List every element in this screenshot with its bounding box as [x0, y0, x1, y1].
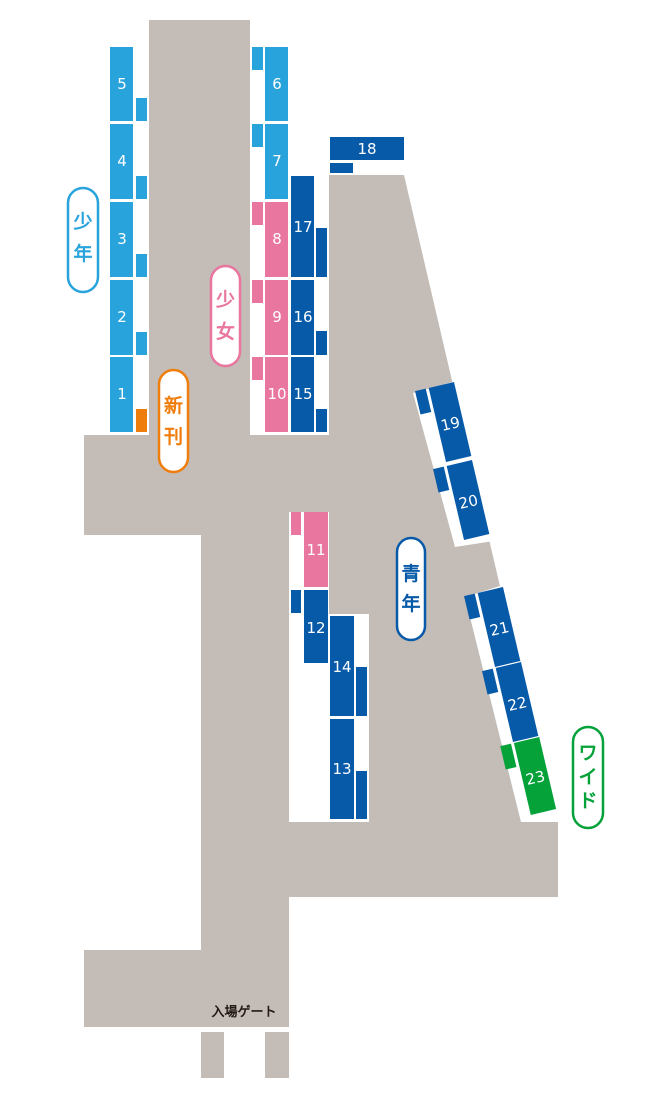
stall-4-annex[interactable] [136, 176, 147, 199]
stall-21-annex[interactable] [464, 593, 481, 620]
stall-number: 19 [439, 413, 462, 435]
stall-11[interactable] [304, 512, 328, 587]
stall-number: 20 [457, 491, 480, 513]
stall-10[interactable] [265, 357, 288, 432]
stall-5[interactable] [110, 47, 133, 121]
stall-number: 9 [272, 308, 282, 326]
stall-22-annex[interactable] [482, 668, 499, 695]
stall-15[interactable] [291, 357, 314, 432]
stall-10-annex[interactable] [252, 357, 263, 380]
entrance-gate-label: 入場ゲート [211, 1004, 276, 1020]
stall-number: 11 [306, 541, 325, 559]
stall-number: 13 [332, 760, 351, 778]
stall-13-annex[interactable] [356, 771, 367, 819]
stall-20-group[interactable]: 20 [433, 460, 490, 543]
stall-21-group[interactable]: 21 [464, 587, 521, 670]
section-label-shonen: 少 年 [66, 186, 100, 294]
stall-20-annex[interactable] [433, 466, 450, 493]
svg-text:女: 女 [216, 320, 235, 343]
svg-text:ド: ド [578, 790, 597, 812]
stall-number: 10 [267, 385, 286, 403]
stall-number: 4 [117, 152, 127, 170]
stall-2[interactable] [110, 280, 133, 355]
stall-3-annex[interactable] [136, 254, 147, 277]
svg-text:青: 青 [401, 563, 420, 585]
stall-number: 12 [306, 619, 325, 637]
stall-number: 18 [357, 140, 376, 158]
stall-16-annex[interactable] [316, 331, 327, 355]
stall-3[interactable] [110, 202, 133, 277]
svg-text:少: 少 [72, 211, 92, 233]
stall-2-annex[interactable] [136, 332, 147, 355]
stall-18-annex[interactable] [330, 163, 353, 173]
stall-5-annex[interactable] [136, 98, 147, 121]
stall-number: 21 [488, 618, 511, 640]
stall-9-annex[interactable] [252, 280, 263, 303]
stall-19-group[interactable]: 19 [415, 382, 472, 465]
svg-text:少: 少 [215, 289, 235, 311]
stall-number: 8 [272, 230, 282, 248]
stall-number: 5 [117, 75, 127, 93]
svg-text:刊: 刊 [164, 426, 183, 448]
stall-9[interactable] [265, 280, 288, 355]
stall-number: 6 [272, 75, 282, 93]
stall-16[interactable] [291, 280, 314, 355]
stall-12[interactable] [304, 590, 328, 663]
svg-text:年: 年 [73, 242, 92, 265]
stall-17[interactable] [291, 176, 314, 277]
svg-text:ワ: ワ [578, 742, 597, 764]
stall-6-annex[interactable] [252, 47, 263, 70]
stall-number: 16 [293, 308, 312, 326]
stall-15-annex[interactable] [316, 409, 327, 432]
stall-21[interactable] [477, 587, 521, 667]
stall-7[interactable] [265, 124, 288, 199]
stall-13[interactable] [330, 719, 354, 819]
stall-23-group[interactable]: 23 [500, 737, 557, 818]
stall-number: 17 [293, 218, 312, 236]
stall-23-annex[interactable] [500, 743, 517, 770]
stall-23[interactable] [513, 737, 557, 815]
stall-7-annex[interactable] [252, 124, 263, 147]
stall-number: 2 [117, 308, 127, 326]
svg-text:年: 年 [401, 592, 420, 615]
stall-12-annex[interactable] [291, 590, 301, 613]
svg-text:新: 新 [164, 394, 183, 417]
section-label-seinen: 青 年 [395, 536, 427, 642]
stall-number: 23 [524, 767, 547, 789]
stall-8-annex[interactable] [252, 202, 263, 225]
gate-left[interactable] [201, 1032, 224, 1078]
stall-22-group[interactable]: 22 [482, 662, 539, 745]
stall-1-annex[interactable] [136, 409, 147, 432]
stall-19[interactable] [428, 382, 472, 462]
svg-text:イ: イ [578, 766, 597, 788]
stall-11-annex[interactable] [291, 512, 301, 535]
stall-number: 22 [506, 693, 529, 715]
stall-20[interactable] [446, 460, 490, 540]
stall-17-annex[interactable] [316, 228, 327, 277]
stall-18[interactable] [330, 137, 404, 160]
section-label-shinkan: 新 刊 [157, 368, 190, 474]
stall-4[interactable] [110, 124, 133, 199]
stall-1[interactable] [110, 357, 133, 432]
stall-number: 1 [117, 385, 127, 403]
stall-number: 14 [332, 658, 351, 676]
stall-14-annex[interactable] [356, 667, 367, 716]
section-label-wide: ワ イ ド [571, 725, 605, 830]
stall-number: 3 [117, 230, 127, 248]
stall-8[interactable] [265, 202, 288, 277]
stall-14[interactable] [330, 616, 354, 716]
gate-right[interactable] [265, 1032, 289, 1078]
stall-number: 7 [272, 152, 282, 170]
stall-22[interactable] [495, 662, 539, 742]
section-label-shojo: 少 女 [209, 264, 242, 368]
stall-number: 15 [293, 385, 312, 403]
stall-6[interactable] [265, 47, 288, 121]
stall-19-annex[interactable] [415, 388, 432, 415]
